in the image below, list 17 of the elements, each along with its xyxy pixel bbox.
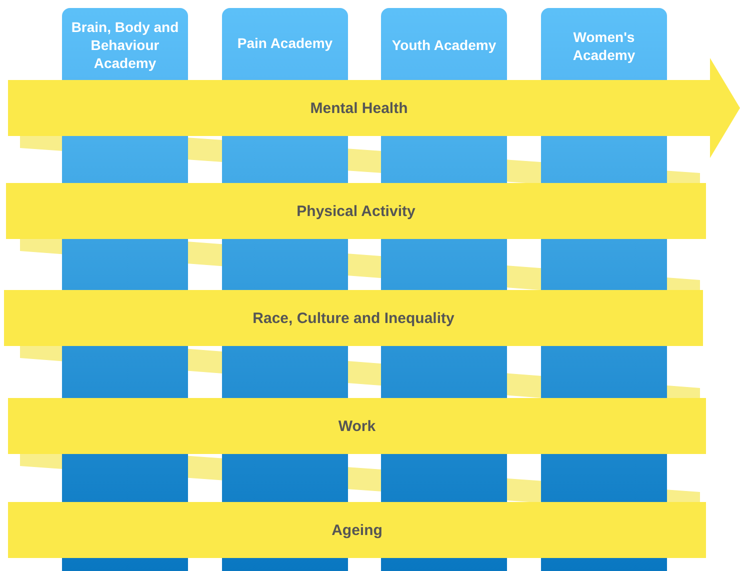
column-title: Youth Academy — [390, 36, 498, 54]
academy-column — [381, 8, 507, 80]
band-label: Physical Activity — [296, 202, 416, 220]
band-label: Race, Culture and Inequality — [252, 310, 454, 326]
column-title: Women's Academy — [572, 28, 636, 64]
band-label: Ageing — [332, 522, 382, 538]
academy-column — [62, 8, 188, 80]
academy-column — [222, 8, 348, 80]
band-label: Mental Health — [309, 100, 409, 116]
band-label: Work — [338, 418, 376, 434]
theme-band — [8, 502, 706, 558]
theme-band — [6, 183, 706, 239]
column-title: Pain Academy — [236, 34, 334, 52]
theme-band — [4, 290, 703, 346]
column-title: Brain, Body and Behaviour Academy — [70, 18, 180, 72]
academy-column — [541, 8, 667, 80]
theme-band — [8, 398, 706, 454]
